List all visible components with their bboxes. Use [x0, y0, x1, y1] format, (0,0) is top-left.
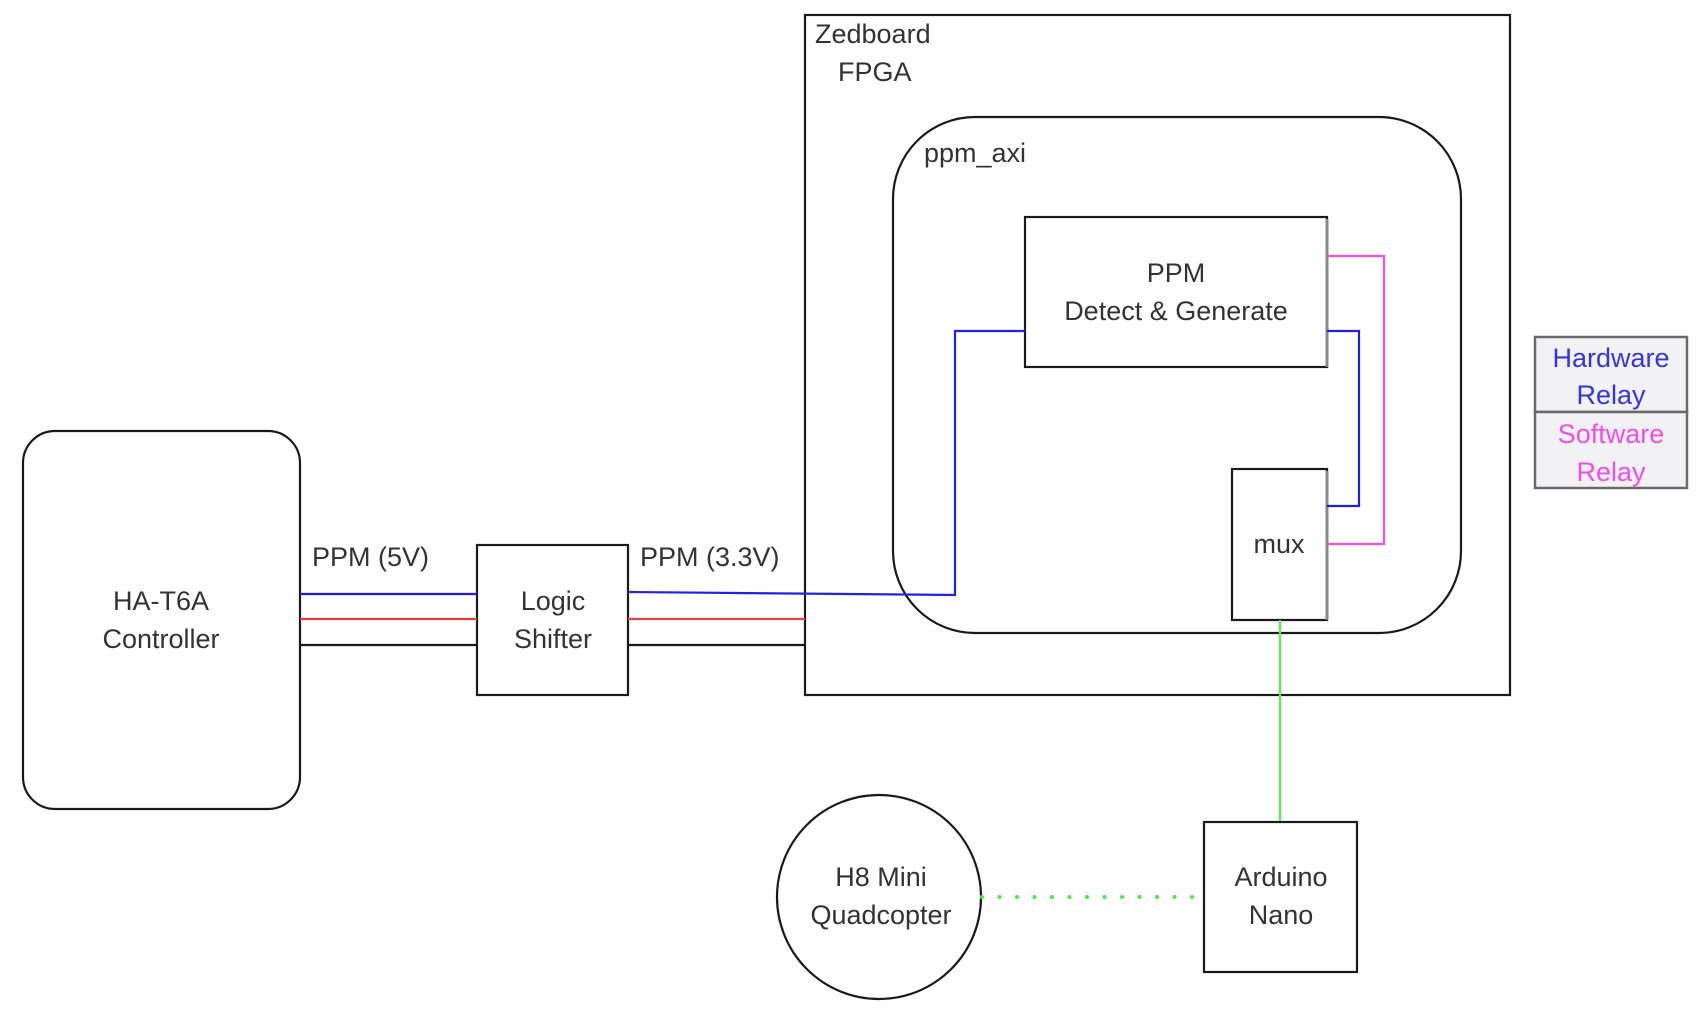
- quadcopter-label-line1: H8 Mini: [835, 862, 927, 892]
- legend-software-cell: [1533, 410, 1689, 490]
- logic-shifter-node[interactable]: Logic Shifter: [475, 543, 630, 697]
- controller-label-line2: Controller: [102, 624, 219, 654]
- ppm-5v-label: PPM (5V): [312, 542, 429, 572]
- ppm-axi-node[interactable]: ppm_axi: [891, 115, 1463, 635]
- ppm-3v3-label: PPM (3.3V): [640, 542, 780, 572]
- wire-hardware-relay: [1327, 329, 1361, 508]
- wire-software-relay: [1327, 254, 1386, 546]
- logic-shifter-label-line1: Logic: [521, 586, 586, 616]
- zedboard-label-line1: Zedboard: [815, 19, 931, 49]
- controller-node[interactable]: HA-T6A Controller: [21, 429, 302, 811]
- legend-hardware-line1: Hardware: [1552, 343, 1669, 373]
- logic-shifter-label-line2: Shifter: [514, 624, 592, 654]
- ppm-block-label-line1: PPM: [1147, 258, 1206, 288]
- legend-hardware-line2: Relay: [1576, 380, 1646, 410]
- arduino-label-line1: Arduino: [1234, 862, 1327, 892]
- mux-label: mux: [1253, 529, 1305, 559]
- ppm-axi-label: ppm_axi: [924, 138, 1026, 168]
- legend-software-line2: Relay: [1576, 457, 1646, 487]
- ppm-detect-generate-node[interactable]: PPM Detect & Generate: [1023, 215, 1329, 369]
- legend-software-line1: Software: [1558, 419, 1665, 449]
- ppm-block-label-line2: Detect & Generate: [1064, 296, 1288, 326]
- controller-label-line1: HA-T6A: [113, 586, 209, 616]
- arduino-label-line2: Nano: [1249, 900, 1314, 930]
- quadcopter-label-line2: Quadcopter: [810, 900, 951, 930]
- legend: Hardware Relay Software Relay: [1533, 335, 1689, 490]
- zedboard-label-line2: FPGA: [838, 57, 912, 87]
- wire-signal-3v3: [627, 329, 1025, 597]
- quadcopter-node[interactable]: H8 Mini Quadcopter: [775, 793, 983, 1001]
- arduino-nano-node[interactable]: Arduino Nano: [1202, 820, 1359, 974]
- mux-node[interactable]: mux: [1230, 467, 1329, 622]
